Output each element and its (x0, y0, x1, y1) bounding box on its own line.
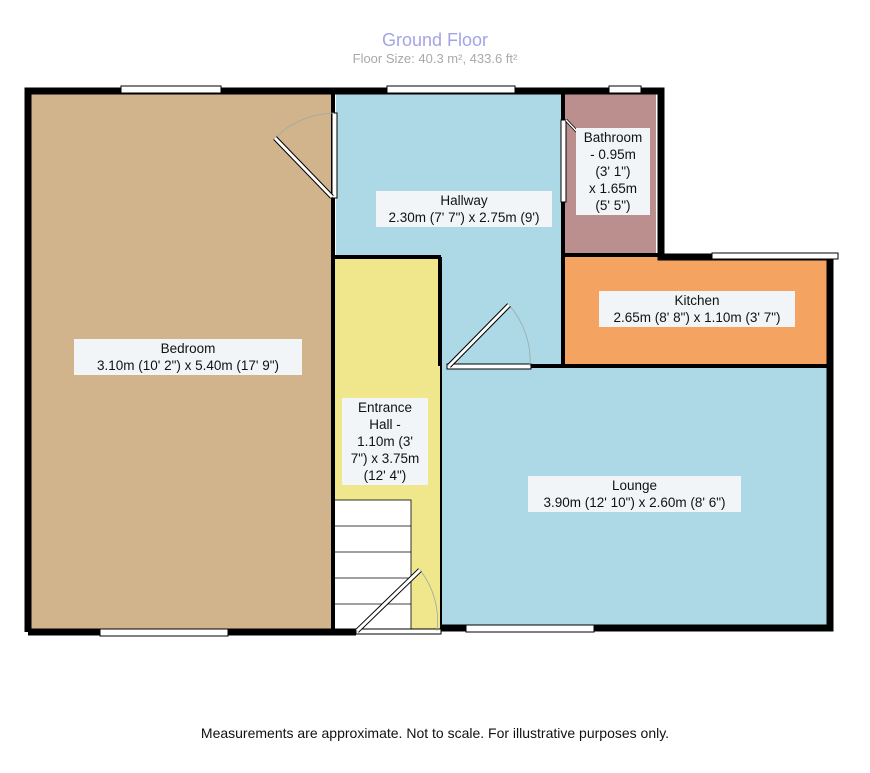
bathroom-line-1: Bathroom (583, 130, 643, 145)
floor-size: Floor Size: 40.3 m², 433.6 ft² (352, 51, 518, 66)
kitchen-name: Kitchen (674, 293, 720, 308)
window-hallway-top (386, 85, 516, 94)
bedroom-label: Bedroom 3.10m (10' 2") x 5.40m (17' 9") (74, 339, 302, 375)
kitchen-dims: 2.65m (8' 8") x 1.10m (3' 7") (613, 310, 781, 325)
stairs (332, 499, 412, 631)
floor-title: Ground Floor (381, 30, 489, 50)
entrance-hall-label: Entrance Hall - 1.10m (3' 7") x 3.75m (1… (342, 398, 428, 485)
entrance-hall-line-5: (12' 4") (363, 468, 407, 483)
window-bedroom-bottom (99, 628, 229, 637)
bathroom-line-4: x 1.65m (588, 181, 638, 196)
door-bedroom[interactable] (273, 112, 338, 199)
entrance-hall-line-1: Entrance (357, 400, 413, 415)
disclaimer: Measurements are approximate. Not to sca… (200, 725, 670, 741)
hallway-name: Hallway (440, 193, 488, 208)
hallway-label: Hallway 2.30m (7' 7") x 2.75m (9') (376, 191, 552, 227)
door-entrance[interactable] (355, 568, 442, 635)
window-lounge-bottom (465, 624, 595, 633)
entrance-hall-line-3: 1.10m (3' (357, 434, 413, 449)
entrance-hall-line-2: Hall - (369, 417, 401, 432)
bedroom-dims: 3.10m (10' 2") x 5.40m (17' 9") (96, 358, 280, 373)
window-bedroom-top (120, 85, 222, 94)
lounge-name: Lounge (611, 478, 658, 493)
bathroom-line-5: (5' 5") (595, 198, 631, 213)
window-bathroom-top (608, 85, 642, 94)
hallway-dims: 2.30m (7' 7") x 2.75m (9') (388, 210, 540, 225)
bathroom-label: Bathroom - 0.95m (3' 1") x 1.65m (5' 5") (576, 128, 650, 215)
kitchen-label: Kitchen 2.65m (8' 8") x 1.10m (3' 7") (599, 291, 795, 327)
door-hallway-lounge[interactable] (446, 303, 532, 370)
windows (99, 85, 839, 637)
window-kitchen-right (711, 252, 839, 260)
bathroom-line-3: (3' 1") (595, 164, 631, 179)
lounge-dims: 3.90m (12' 10") x 2.60m (8' 6") (543, 495, 726, 510)
entrance-hall-line-4: 7") x 3.75m (350, 451, 420, 466)
lounge-label: Lounge 3.90m (12' 10") x 2.60m (8' 6") (528, 476, 741, 512)
bedroom-name: Bedroom (160, 341, 216, 356)
bathroom-line-2: - 0.95m (590, 147, 636, 162)
